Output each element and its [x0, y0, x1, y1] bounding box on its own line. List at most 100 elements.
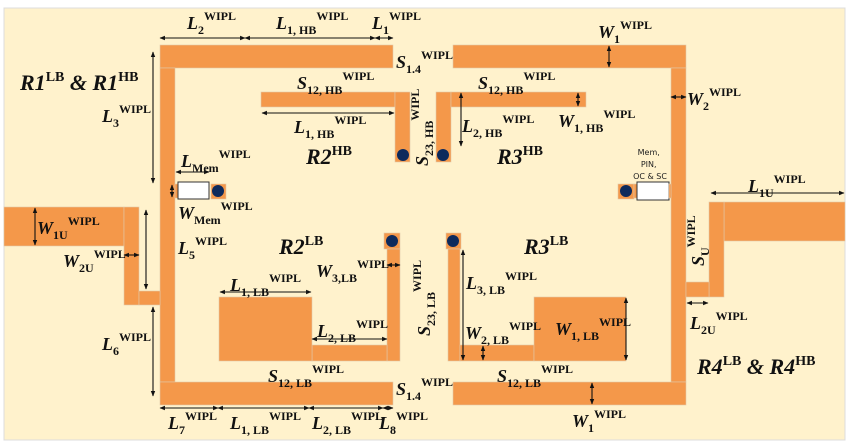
- label-subscript: 2U: [79, 261, 94, 275]
- dimension-label-su: SUWIPL: [684, 215, 712, 266]
- label-subscript: 7: [179, 423, 185, 437]
- label-superscript: WIPL: [396, 409, 428, 423]
- label-superscript: WIPL: [599, 315, 631, 329]
- dimension-label-l1-top: L1WIPL: [371, 9, 421, 37]
- dimension-label-l1lb-inner: L1, LBWIPL: [229, 271, 301, 299]
- label-superscript: WIPL: [219, 147, 251, 161]
- output-feed-stub: [708, 201, 725, 298]
- label-main: W: [558, 111, 576, 131]
- label-subscript: 12, HB: [307, 83, 342, 97]
- memory-switch-left: [177, 181, 210, 200]
- resonator-label-r2lb: R2LB: [278, 234, 323, 259]
- label-subscript: 12, LB: [507, 376, 541, 390]
- label-main: L: [177, 238, 189, 258]
- via-r2hb: [397, 149, 409, 161]
- dimension-label-w1-top: W1WIPL: [598, 18, 652, 46]
- copper-traces: [3, 44, 846, 406]
- label-superscript: WIPL: [408, 89, 422, 121]
- dimension-label-s14-bottom: S1.4WIPL: [396, 375, 453, 403]
- label-subscript: 1: [614, 32, 620, 46]
- label-subscript: 1, LB: [571, 329, 599, 343]
- label-subscript: 23, HB: [422, 121, 436, 156]
- vias: [212, 149, 632, 247]
- dimension-label-s12hb-left: S12, HBWIPL: [297, 69, 374, 97]
- label-subscript: U: [698, 247, 712, 256]
- label-superscript: WIPL: [357, 257, 389, 271]
- label-superscript: WIPL: [620, 18, 652, 32]
- r3hb-vertical-arm: [435, 91, 452, 163]
- dimension-label-s12hb-right: S12, HBWIPL: [478, 69, 555, 97]
- label-subscript: 2: [198, 23, 204, 37]
- label-superscript: WIPL: [709, 85, 741, 99]
- dimension-label-l8: L8WIPL: [378, 409, 428, 437]
- r1-bottom-arm: [159, 381, 394, 406]
- dimension-label-w1-bottom: W1WIPL: [572, 407, 626, 435]
- label-main: L: [293, 117, 305, 137]
- dimension-label-l2lb-inner: L2, LBWIPL: [316, 317, 388, 345]
- r2lb-patch: [218, 296, 313, 362]
- mem-right-connector-b: [668, 183, 672, 199]
- label-main: S: [268, 366, 278, 386]
- label-main: S: [396, 52, 406, 72]
- label-superscript: WIPL: [119, 330, 151, 344]
- label-main: S: [297, 73, 307, 93]
- label-superscript: WIPL: [269, 409, 301, 423]
- label-main: L: [101, 334, 113, 354]
- dimension-label-s12lb-right: S12, LBWIPL: [497, 362, 573, 390]
- label-subscript: 1U: [759, 186, 774, 200]
- label-main: S: [396, 379, 406, 399]
- label-main: L: [461, 116, 473, 136]
- label-main: S: [688, 256, 708, 266]
- label-subscript: 3,LB: [332, 271, 357, 285]
- dimension-label-w3lb: W3,LBWIPL: [316, 257, 389, 285]
- label-superscript: WIPL: [119, 102, 151, 116]
- label-superscript: WIPL: [502, 112, 534, 126]
- label-subscript: 2, LB: [328, 331, 356, 345]
- label-main: L: [186, 13, 198, 33]
- memory-switch-right: [636, 181, 670, 201]
- r4-top-arm: [452, 44, 687, 69]
- via-r2lb: [386, 235, 398, 247]
- r1-top-arm: [159, 44, 394, 69]
- dimension-label-l2u: L2UWIPL: [689, 309, 748, 337]
- label-superscript: WIPL: [421, 375, 453, 389]
- dimension-label-s23hb: S23, HBWIPL: [408, 89, 436, 166]
- label-superscript: WIPL: [334, 113, 366, 127]
- label-main: W: [316, 261, 334, 281]
- via-r3lb: [447, 235, 459, 247]
- dimension-label-w2u: W2UWIPL: [63, 247, 126, 275]
- label-subscript: 1, HB: [305, 127, 334, 141]
- dimension-label-lmem: LMemWIPL: [180, 147, 251, 175]
- label-main: L: [229, 413, 241, 433]
- label-subscript: 1, LB: [241, 285, 269, 299]
- label-main: W: [598, 22, 616, 42]
- label-subscript: 1, LB: [241, 423, 269, 437]
- input-feed-stub: [123, 206, 140, 306]
- output-feed-tap: [685, 281, 710, 298]
- r3hb-horizontal-arm: [450, 91, 587, 108]
- label-subscript: 1.4: [406, 389, 421, 403]
- dimension-label-l1hb-inner: L1, HBWIPL: [293, 113, 366, 141]
- label-main: W: [572, 411, 590, 431]
- label-superscript: WIPL: [410, 260, 424, 292]
- label-subscript: 1, HB: [574, 121, 603, 135]
- label-subscript: 6: [113, 344, 119, 358]
- label-main: S: [478, 73, 488, 93]
- label-superscript: WIPL: [523, 69, 555, 83]
- label-main: L: [465, 273, 477, 293]
- label-subscript: 1U: [53, 228, 68, 242]
- r3lb-vertical-arm: [447, 248, 461, 362]
- label-subscript: 1: [383, 23, 389, 37]
- r3lb-patch: [533, 296, 627, 362]
- label-main: S: [497, 366, 507, 386]
- label-main: L: [229, 275, 241, 295]
- dimension-label-l1hb-top: L1, HBWIPL: [275, 9, 348, 37]
- dimension-label-w2lb: W2, LBWIPL: [465, 319, 541, 347]
- label-main: L: [689, 313, 701, 333]
- r1-vertical-arm: [159, 67, 176, 383]
- label-subscript: Mem: [192, 161, 219, 175]
- switch-note-line: Mem,: [638, 148, 660, 157]
- label-main: W: [555, 319, 573, 339]
- label-subscript: 1.4: [406, 62, 421, 76]
